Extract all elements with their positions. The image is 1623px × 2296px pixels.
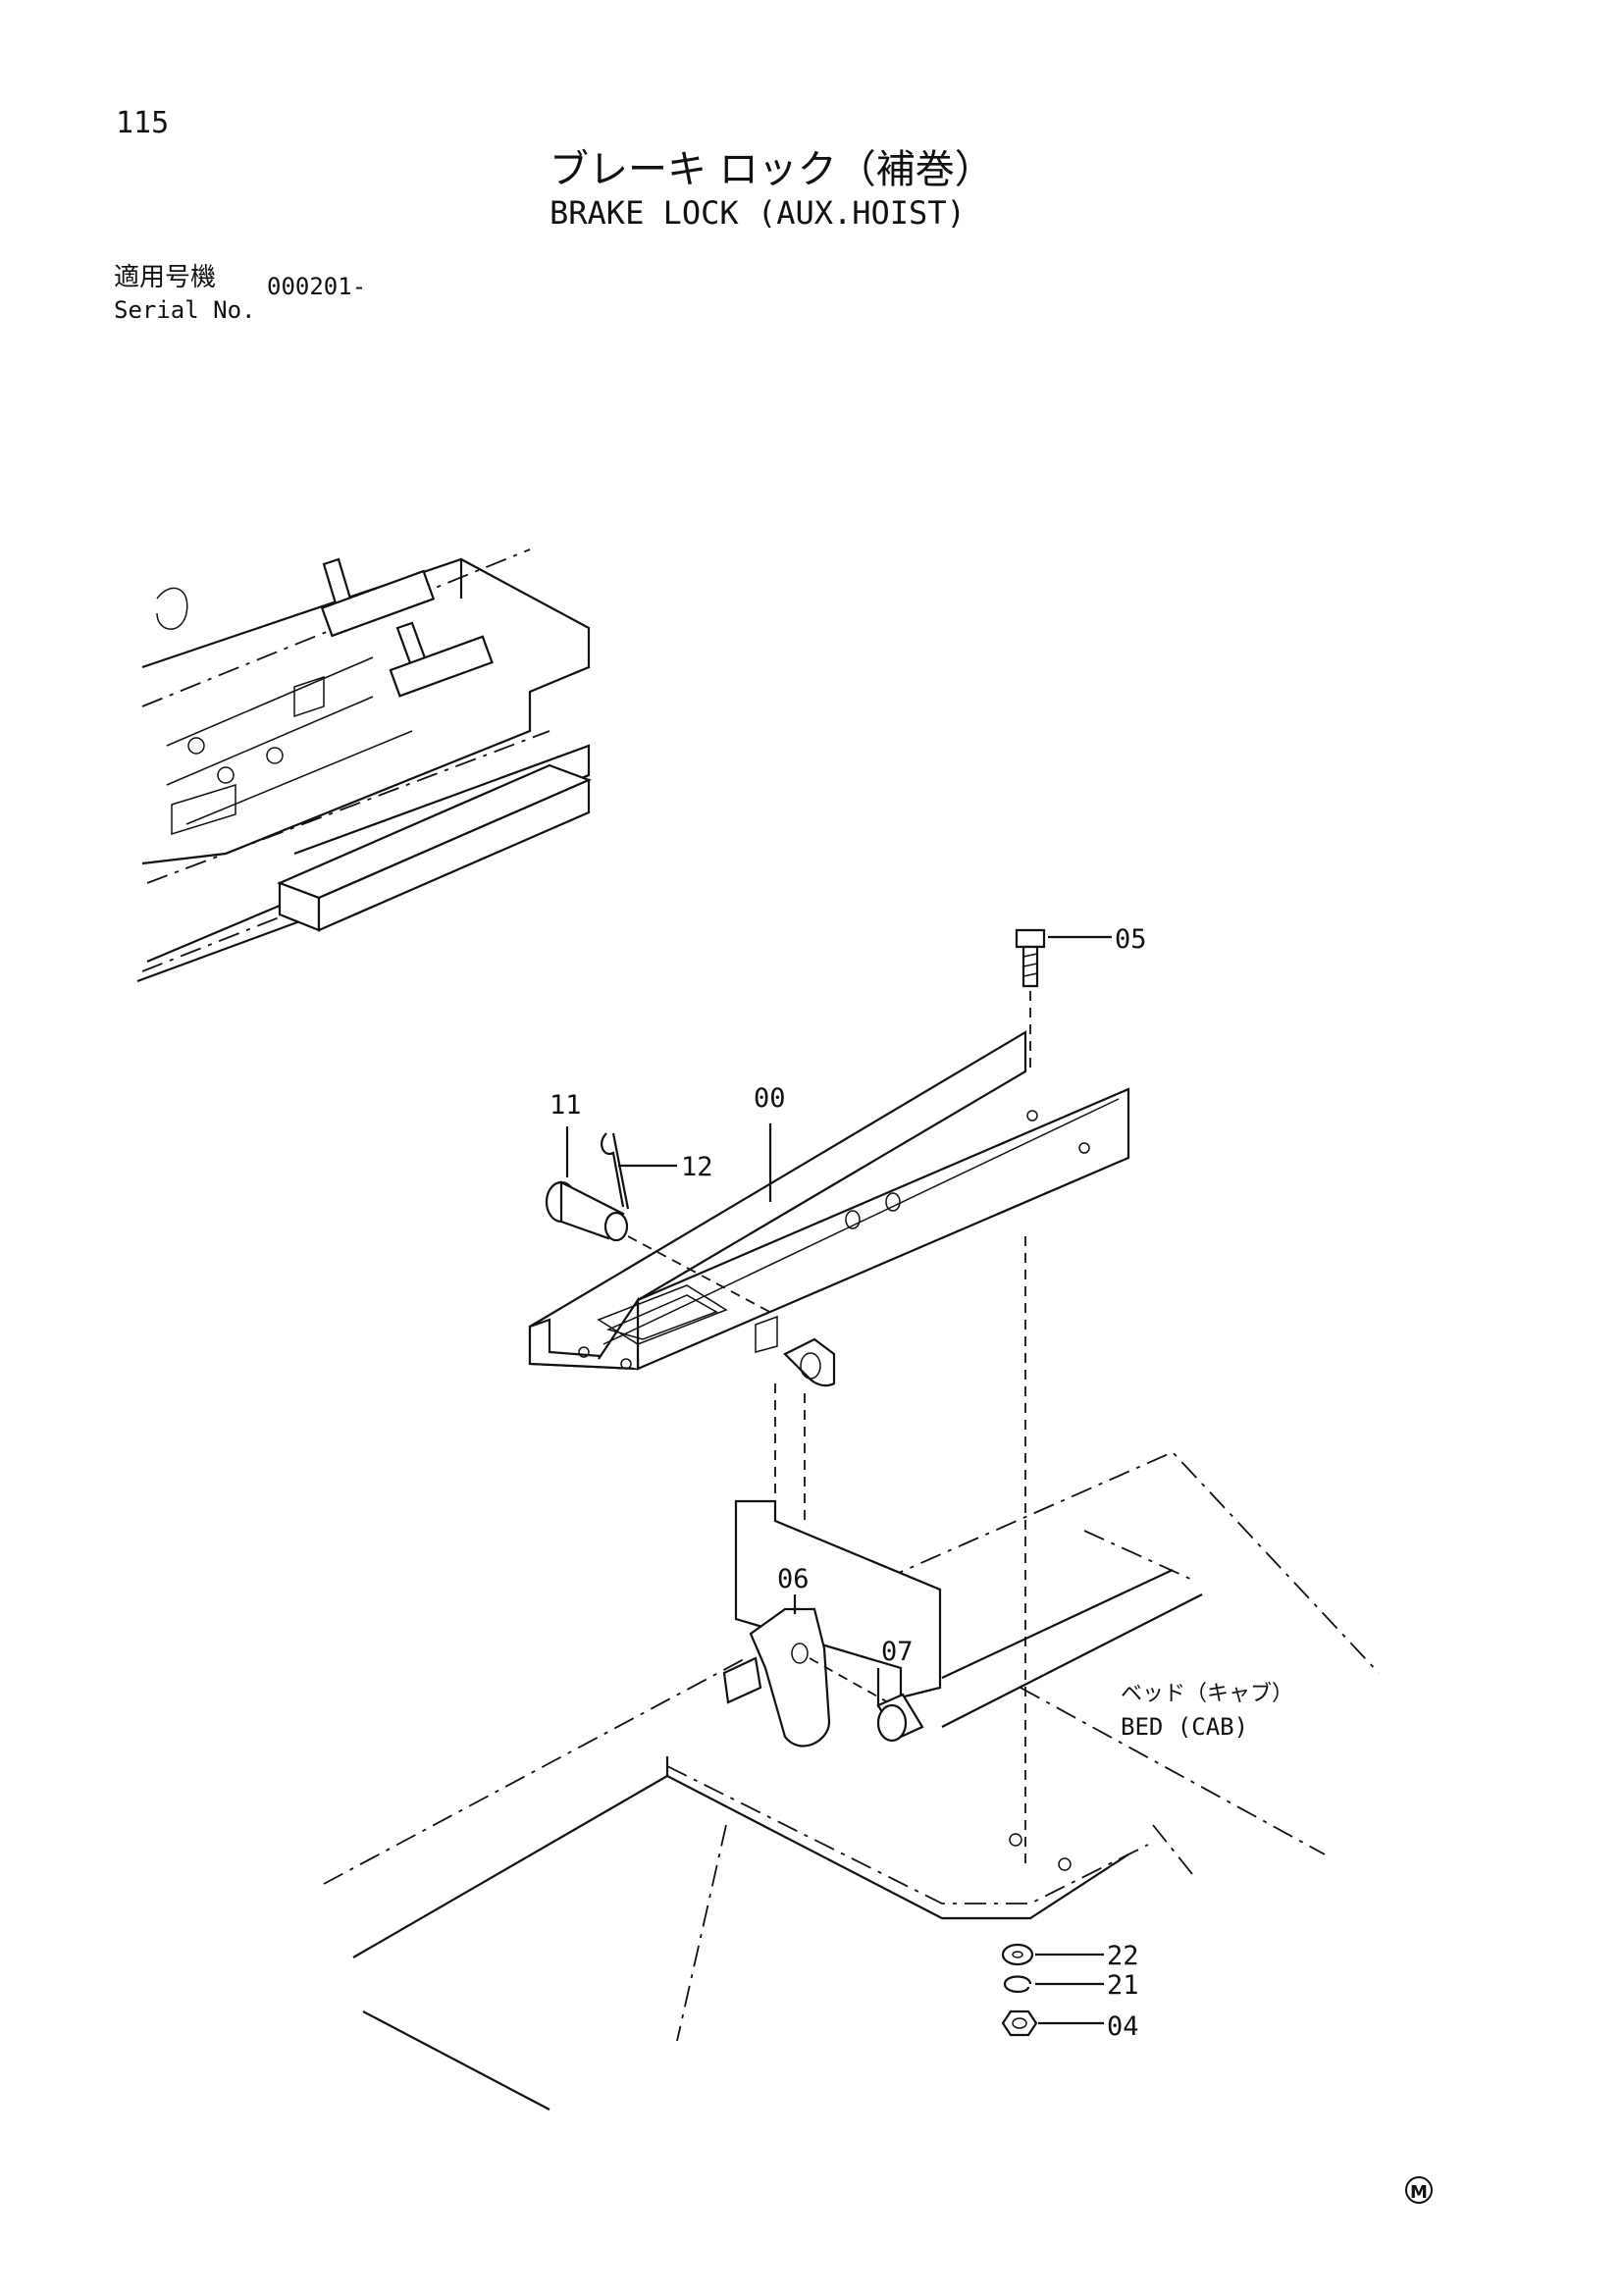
bed-label-english: BED (CAB): [1121, 1713, 1248, 1741]
callout-00: 00: [754, 1083, 786, 1114]
callout-04: 04: [1107, 2011, 1139, 2042]
callout-07: 07: [881, 1637, 914, 1667]
page-number: 115: [116, 106, 170, 140]
pin-part-11: [545, 1180, 776, 1316]
bed-plate: [323, 1450, 1380, 2111]
page-title-english: BRAKE LOCK (AUX.HOIST): [550, 194, 966, 232]
channel-bracket-part-00: [528, 1030, 1130, 1387]
page-title-japanese: ブレーキ ロック（補巻）: [550, 147, 994, 192]
callout-11: 11: [550, 1090, 582, 1121]
collar-part-07: [809, 1657, 924, 1743]
nut-part-04: [1001, 2009, 1038, 2037]
serial-label-japanese: 適用号機: [114, 263, 217, 292]
washer-part-22: [1001, 1943, 1034, 1966]
serial-number-value: 000201-: [267, 273, 367, 300]
serial-label-english: Serial No.: [114, 296, 256, 324]
callout-12: 12: [681, 1152, 713, 1182]
plate-part-06: [722, 1383, 942, 1748]
callout-22: 22: [1107, 1941, 1139, 1971]
inset-overview-drawing: [136, 548, 592, 983]
callout-06: 06: [777, 1564, 810, 1594]
leader-lines: [565, 935, 1112, 2025]
bed-label-japanese: ベッド（キャブ）: [1121, 1682, 1293, 1706]
cotter-pin-part-12: [601, 1132, 630, 1210]
bolt-part-05: [1015, 928, 1046, 1864]
callout-05: 05: [1115, 924, 1147, 955]
callout-21: 21: [1107, 1970, 1139, 2001]
corner-mark: M: [1405, 2176, 1433, 2204]
spring-washer-part-21: [1003, 1975, 1032, 1993]
corner-mark-letter: M: [1410, 2182, 1428, 2203]
